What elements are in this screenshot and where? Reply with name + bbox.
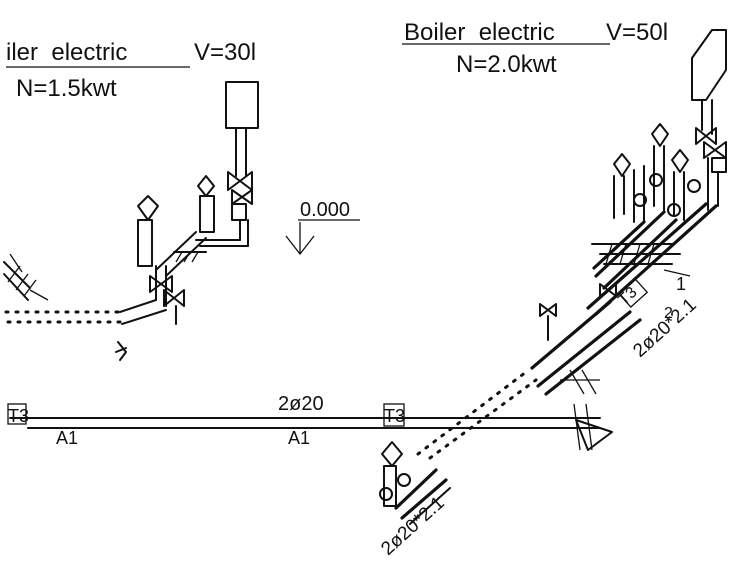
boiler-right-volume: V=50l [606, 19, 668, 46]
boiler-left-power: N=1.5kwt [16, 75, 117, 102]
valve-icon [599, 283, 617, 297]
meter-icon [397, 473, 411, 487]
valve-icon [695, 127, 717, 145]
boiler-left-label: iler electric V=30l N=1.5kwt [6, 39, 256, 102]
check-valve-icon [231, 203, 247, 221]
t3-right: T3 [615, 284, 640, 309]
tap-icon [651, 123, 669, 147]
check-valve-icon [711, 157, 727, 173]
meter-icon [667, 203, 681, 217]
t3-left: T3 [8, 406, 29, 426]
bottom-riser: 2ø20*2.1 [377, 441, 451, 560]
tap-body [199, 195, 215, 233]
note-mark [115, 341, 127, 361]
mixer-body [137, 219, 153, 267]
boiler-right-power: N=2.0kwt [456, 51, 557, 78]
a1-mid: A1 [288, 428, 310, 448]
boiler-left-tank [225, 81, 259, 129]
valve-icon [149, 275, 173, 293]
main-pipeline: T3 A1 2ø20 A1 T3 [7, 393, 613, 451]
boiler-left-unit [0, 81, 259, 361]
boiler-right-tank [691, 29, 727, 101]
t3-tag-mid [383, 403, 405, 427]
valve-icon [539, 303, 557, 317]
valve-icon [231, 189, 253, 205]
t3-tag-left [7, 403, 27, 425]
boiler-left-name: iler electric [6, 39, 127, 66]
meter-icon [379, 487, 393, 501]
t3-mid: T3 [384, 406, 405, 426]
flow-end-icon [575, 419, 613, 451]
meter-icon [649, 173, 663, 187]
meter-icon [687, 179, 701, 193]
mixer-body [383, 465, 397, 507]
tap-icon [197, 175, 215, 197]
main-pipe-label: 2ø20 [278, 393, 324, 415]
tap-icon [671, 149, 689, 173]
boiler-left-volume: V=30l [194, 39, 256, 66]
boiler-right-label: Boiler electric V=50l N=2.0kwt [402, 19, 668, 78]
boiler-right-name: Boiler electric [404, 19, 555, 46]
riser-mark-2: 2 [664, 305, 673, 322]
a1-left: A1 [56, 428, 78, 448]
t3-tag-right [617, 278, 649, 308]
boiler-right-unit: T3 1 2 2ø20*2.1 [530, 29, 727, 396]
level-mark: 0.000 [285, 199, 360, 256]
mixer-icon [137, 195, 159, 221]
valve-icon [163, 289, 185, 307]
riser-bottom-label: 2ø20*2.1 [377, 493, 448, 560]
meter-icon [633, 193, 647, 207]
level-value: 0.000 [300, 199, 350, 221]
mixer-icon [381, 441, 403, 467]
valve-icon [227, 171, 253, 191]
riser-mark-1: 1 [676, 274, 686, 294]
valve-icon [703, 141, 727, 159]
mixer-icon [613, 153, 631, 177]
